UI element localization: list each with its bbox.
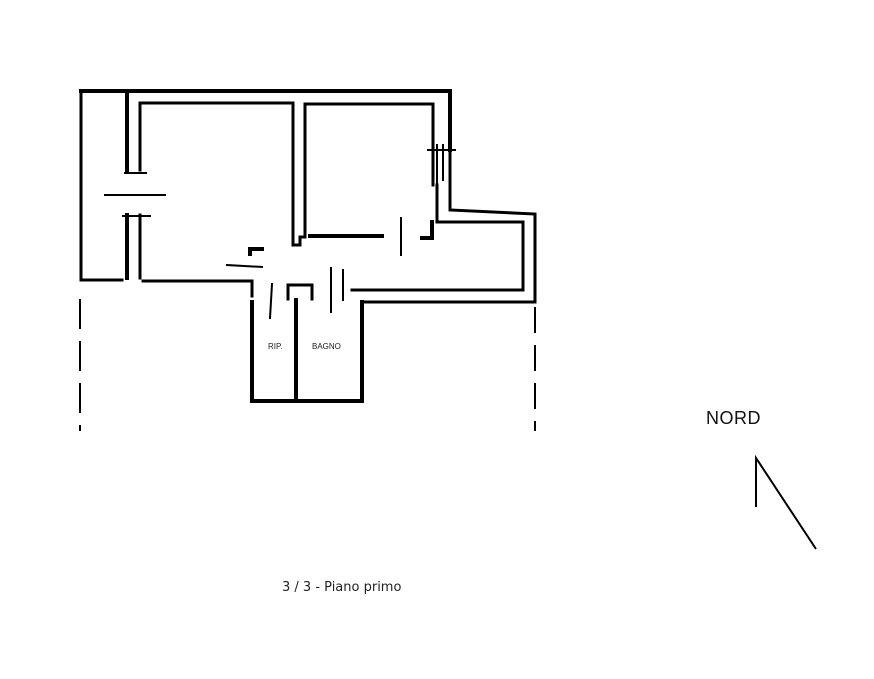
room-label-rip: RIP.: [268, 342, 283, 351]
right-wing-outer: [360, 148, 537, 304]
bath-block: [250, 300, 364, 403]
right-wing-stub: [420, 220, 434, 240]
north-arrow-icon: [755, 454, 817, 550]
room1-walls: [138, 101, 435, 247]
right-wing-inner: [350, 183, 525, 292]
walls: [79, 89, 537, 431]
door-marks: [268, 217, 402, 320]
bath-door-frame: [286, 283, 314, 301]
room1-bottom: [141, 279, 254, 298]
room-label-bagno: BAGNO: [312, 342, 341, 351]
corridor-wall-stub: [248, 247, 264, 256]
outer-wall-top: [79, 89, 452, 152]
north-label: NORD: [706, 408, 761, 428]
outer-wall-left: [79, 89, 124, 282]
door-line: [225, 263, 264, 269]
plan-caption: 3 / 3 - Piano primo: [282, 580, 402, 595]
window-marks: [104, 144, 456, 217]
